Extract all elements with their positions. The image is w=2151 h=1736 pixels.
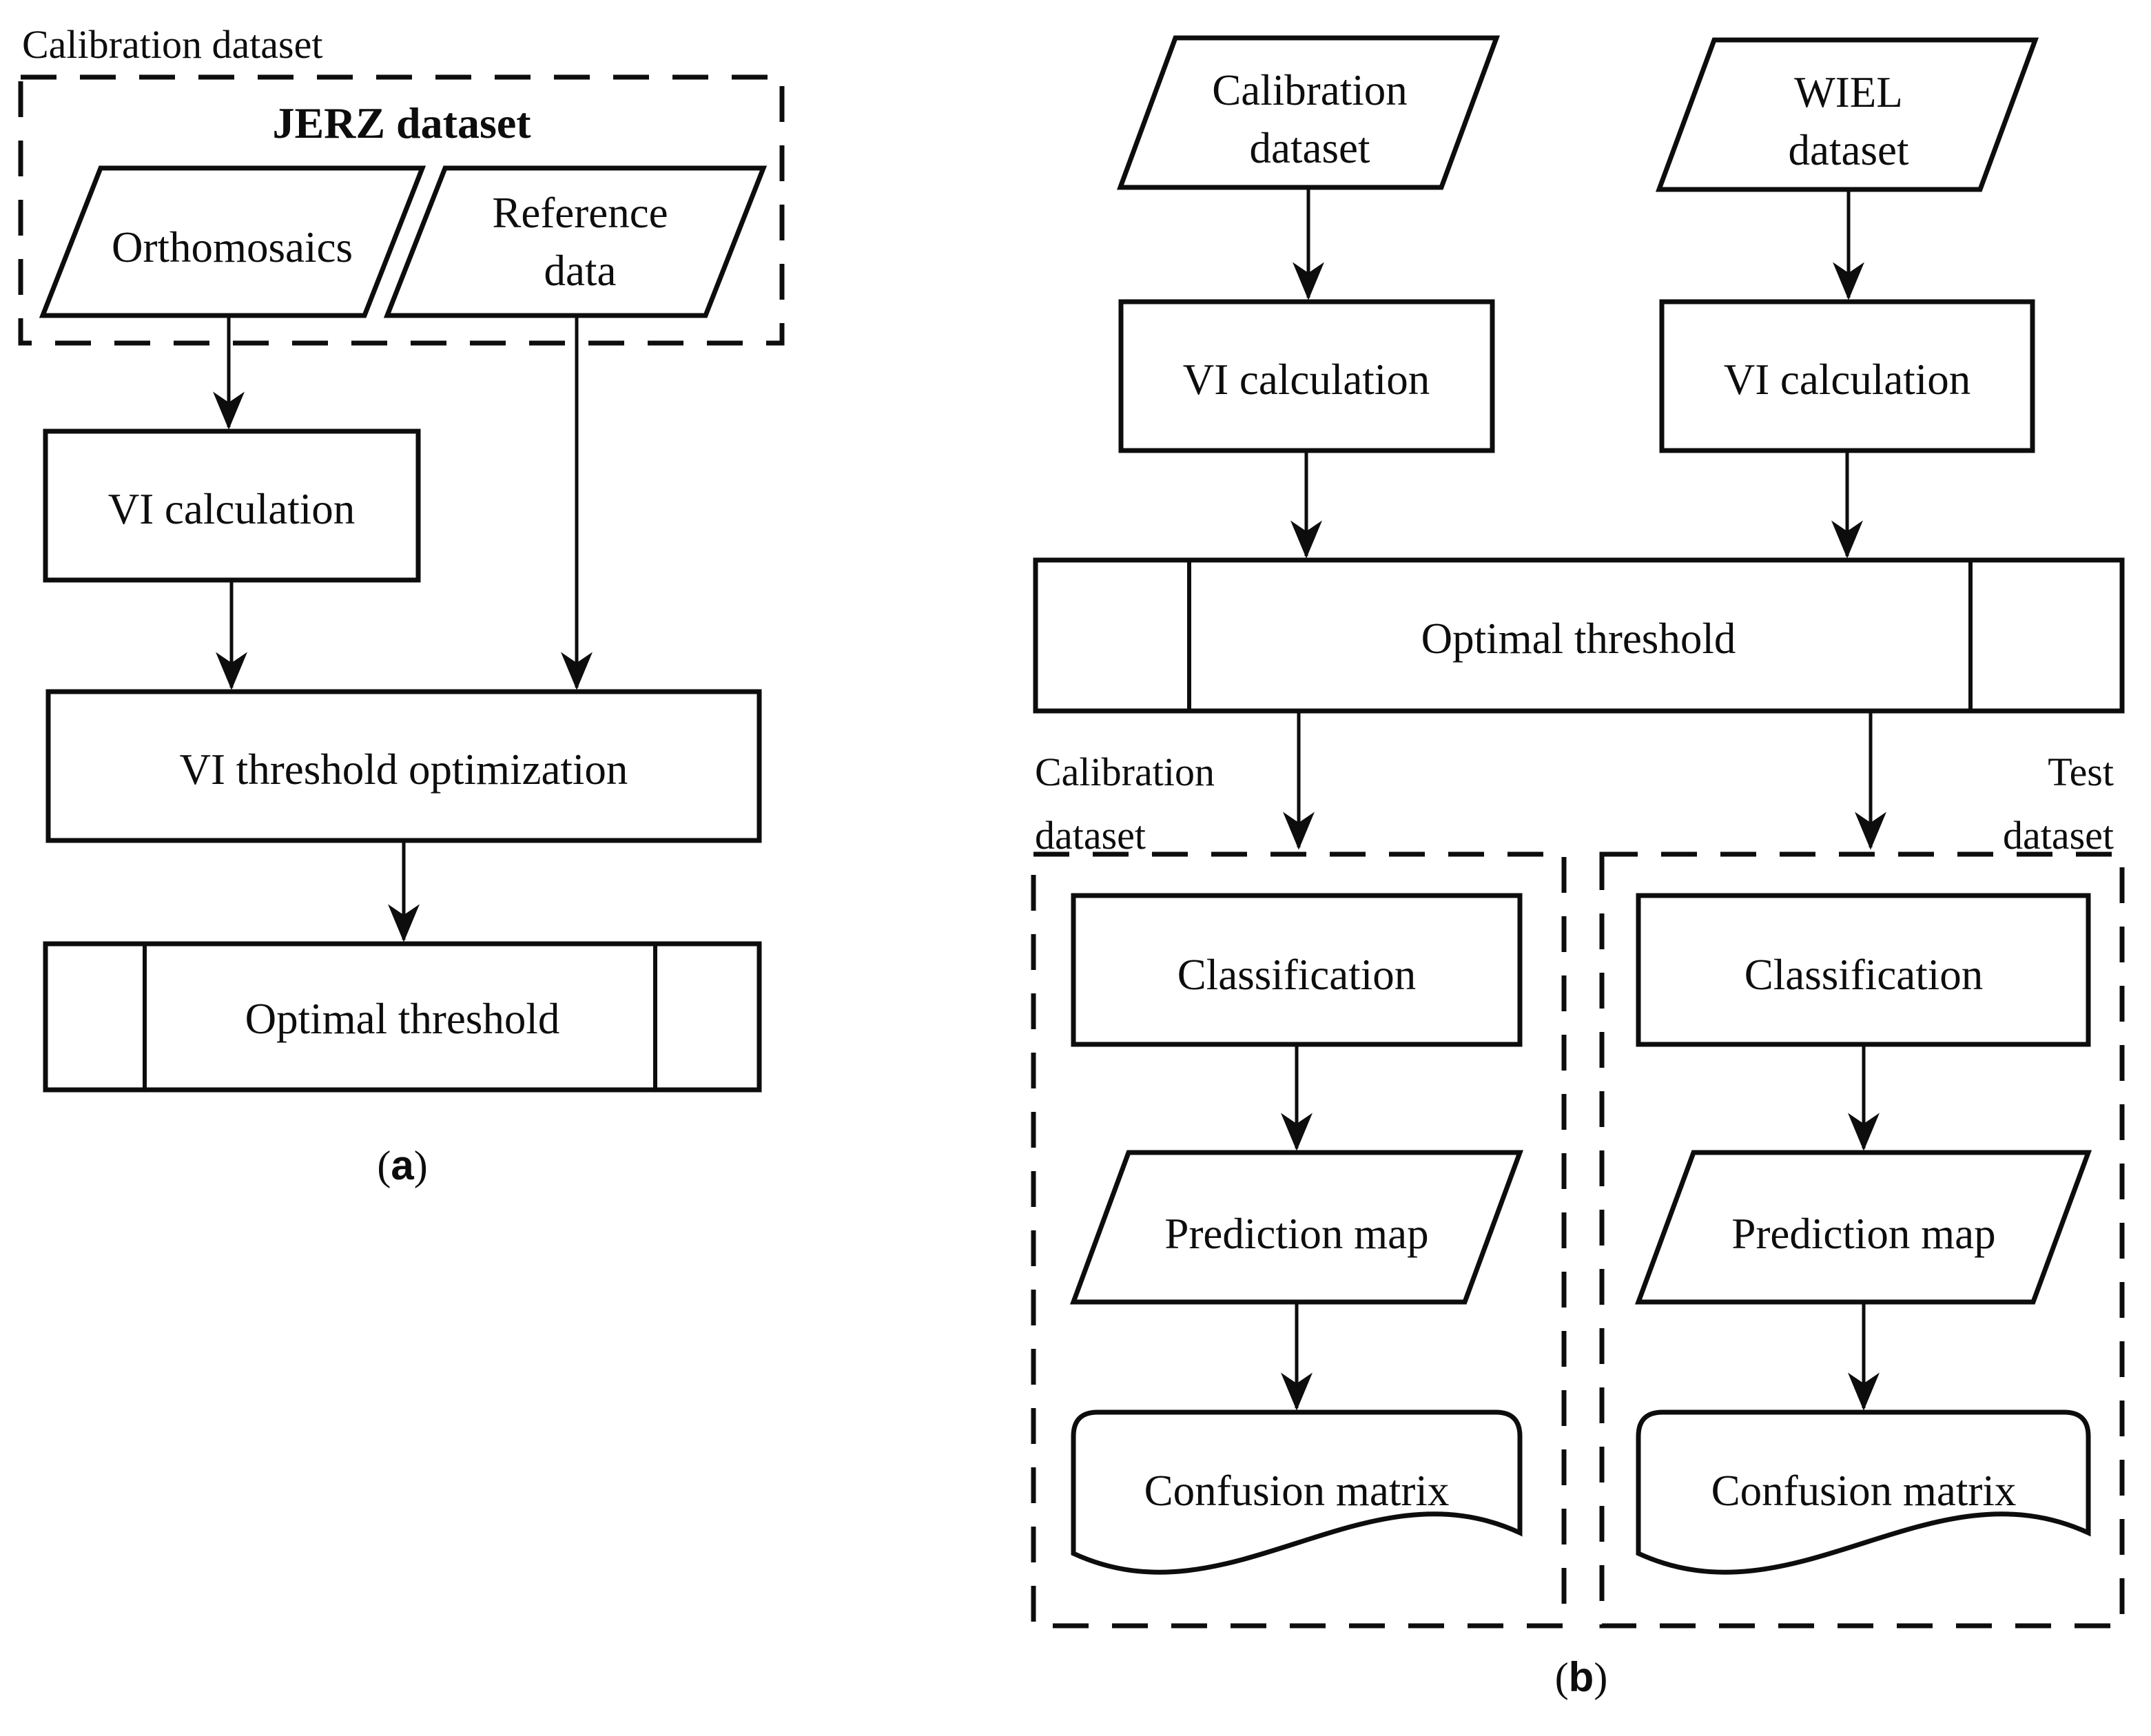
orthomosaics-label: Orthomosaics — [112, 223, 353, 271]
caption-a: (a) — [377, 1142, 427, 1188]
vi-calculation-label-b-right: VI calculation — [1724, 355, 1971, 404]
caption-b-open: ( — [1555, 1655, 1569, 1700]
vi-threshold-optimization-box — [45, 689, 762, 843]
prediction-map-label-right: Prediction map — [1731, 1210, 1995, 1258]
reference-data-parallelogram — [383, 165, 768, 318]
test-group-label-line1: Test — [2048, 750, 2114, 794]
confusion-matrix-document-right — [1636, 1409, 2091, 1575]
caption-a-close: ) — [414, 1143, 428, 1188]
panel-a-calibration-dashed-group — [18, 74, 785, 346]
caption-a-open: ( — [377, 1143, 391, 1188]
vi-calculation-box-b-left — [1118, 299, 1495, 453]
vi-calculation-label-a: VI calculation — [108, 485, 356, 533]
vi-calculation-label-b-left: VI calculation — [1183, 355, 1430, 404]
optimal-threshold-bar-b — [1033, 557, 2125, 714]
wiel-dataset-input-label-line1: WIEL — [1794, 68, 1902, 116]
orthomosaics-parallelogram — [39, 165, 426, 318]
vi-calculation-box-a — [43, 428, 421, 583]
prediction-map-parallelogram-left — [1069, 1150, 1524, 1305]
wiel-dataset-parallelogram — [1655, 37, 2039, 192]
caption-b: (b) — [1555, 1654, 1608, 1700]
prediction-map-parallelogram-right — [1634, 1150, 2092, 1305]
test-group-label-line2: dataset — [2003, 813, 2114, 858]
vi-threshold-optimization-label: VI threshold optimization — [180, 745, 628, 794]
calibration-dashed-group — [1031, 851, 1567, 1629]
panel-a-outer-group-label: Calibration dataset — [22, 22, 322, 67]
optimal-threshold-label-b: Optimal threshold — [1421, 614, 1736, 663]
confusion-matrix-document-left — [1071, 1409, 1523, 1575]
calibration-dataset-parallelogram — [1116, 35, 1501, 190]
optimal-threshold-box-a — [43, 941, 762, 1093]
reference-data-label-line2: data — [544, 247, 617, 295]
reference-data-label-line1: Reference — [492, 189, 668, 237]
optimal-threshold-label-a: Optimal threshold — [245, 995, 560, 1043]
calibration-dataset-input-label-line2: dataset — [1250, 124, 1370, 172]
wiel-dataset-input-label-line2: dataset — [1789, 126, 1909, 174]
calibration-group-label-line2: dataset — [1035, 813, 1146, 858]
confusion-matrix-label-right: Confusion matrix — [1711, 1467, 2017, 1515]
test-dashed-group — [1599, 851, 2125, 1629]
classification-label-right: Classification — [1745, 951, 1983, 999]
classification-box-left — [1071, 893, 1523, 1047]
calibration-group-label-line1: Calibration — [1035, 750, 1215, 794]
caption-b-close: ) — [1594, 1655, 1607, 1700]
classification-box-right — [1636, 893, 2091, 1047]
caption-a-letter: a — [391, 1142, 414, 1188]
vi-calculation-box-b-right — [1659, 299, 2035, 453]
panel-a-jerz-dataset-title: JERZ dataset — [272, 99, 531, 147]
classification-label-left: Classification — [1177, 951, 1416, 999]
calibration-dataset-input-label-line1: Calibration — [1212, 66, 1407, 114]
prediction-map-label-left: Prediction map — [1164, 1210, 1428, 1258]
caption-b-letter: b — [1569, 1654, 1594, 1700]
confusion-matrix-label-left: Confusion matrix — [1144, 1467, 1450, 1515]
